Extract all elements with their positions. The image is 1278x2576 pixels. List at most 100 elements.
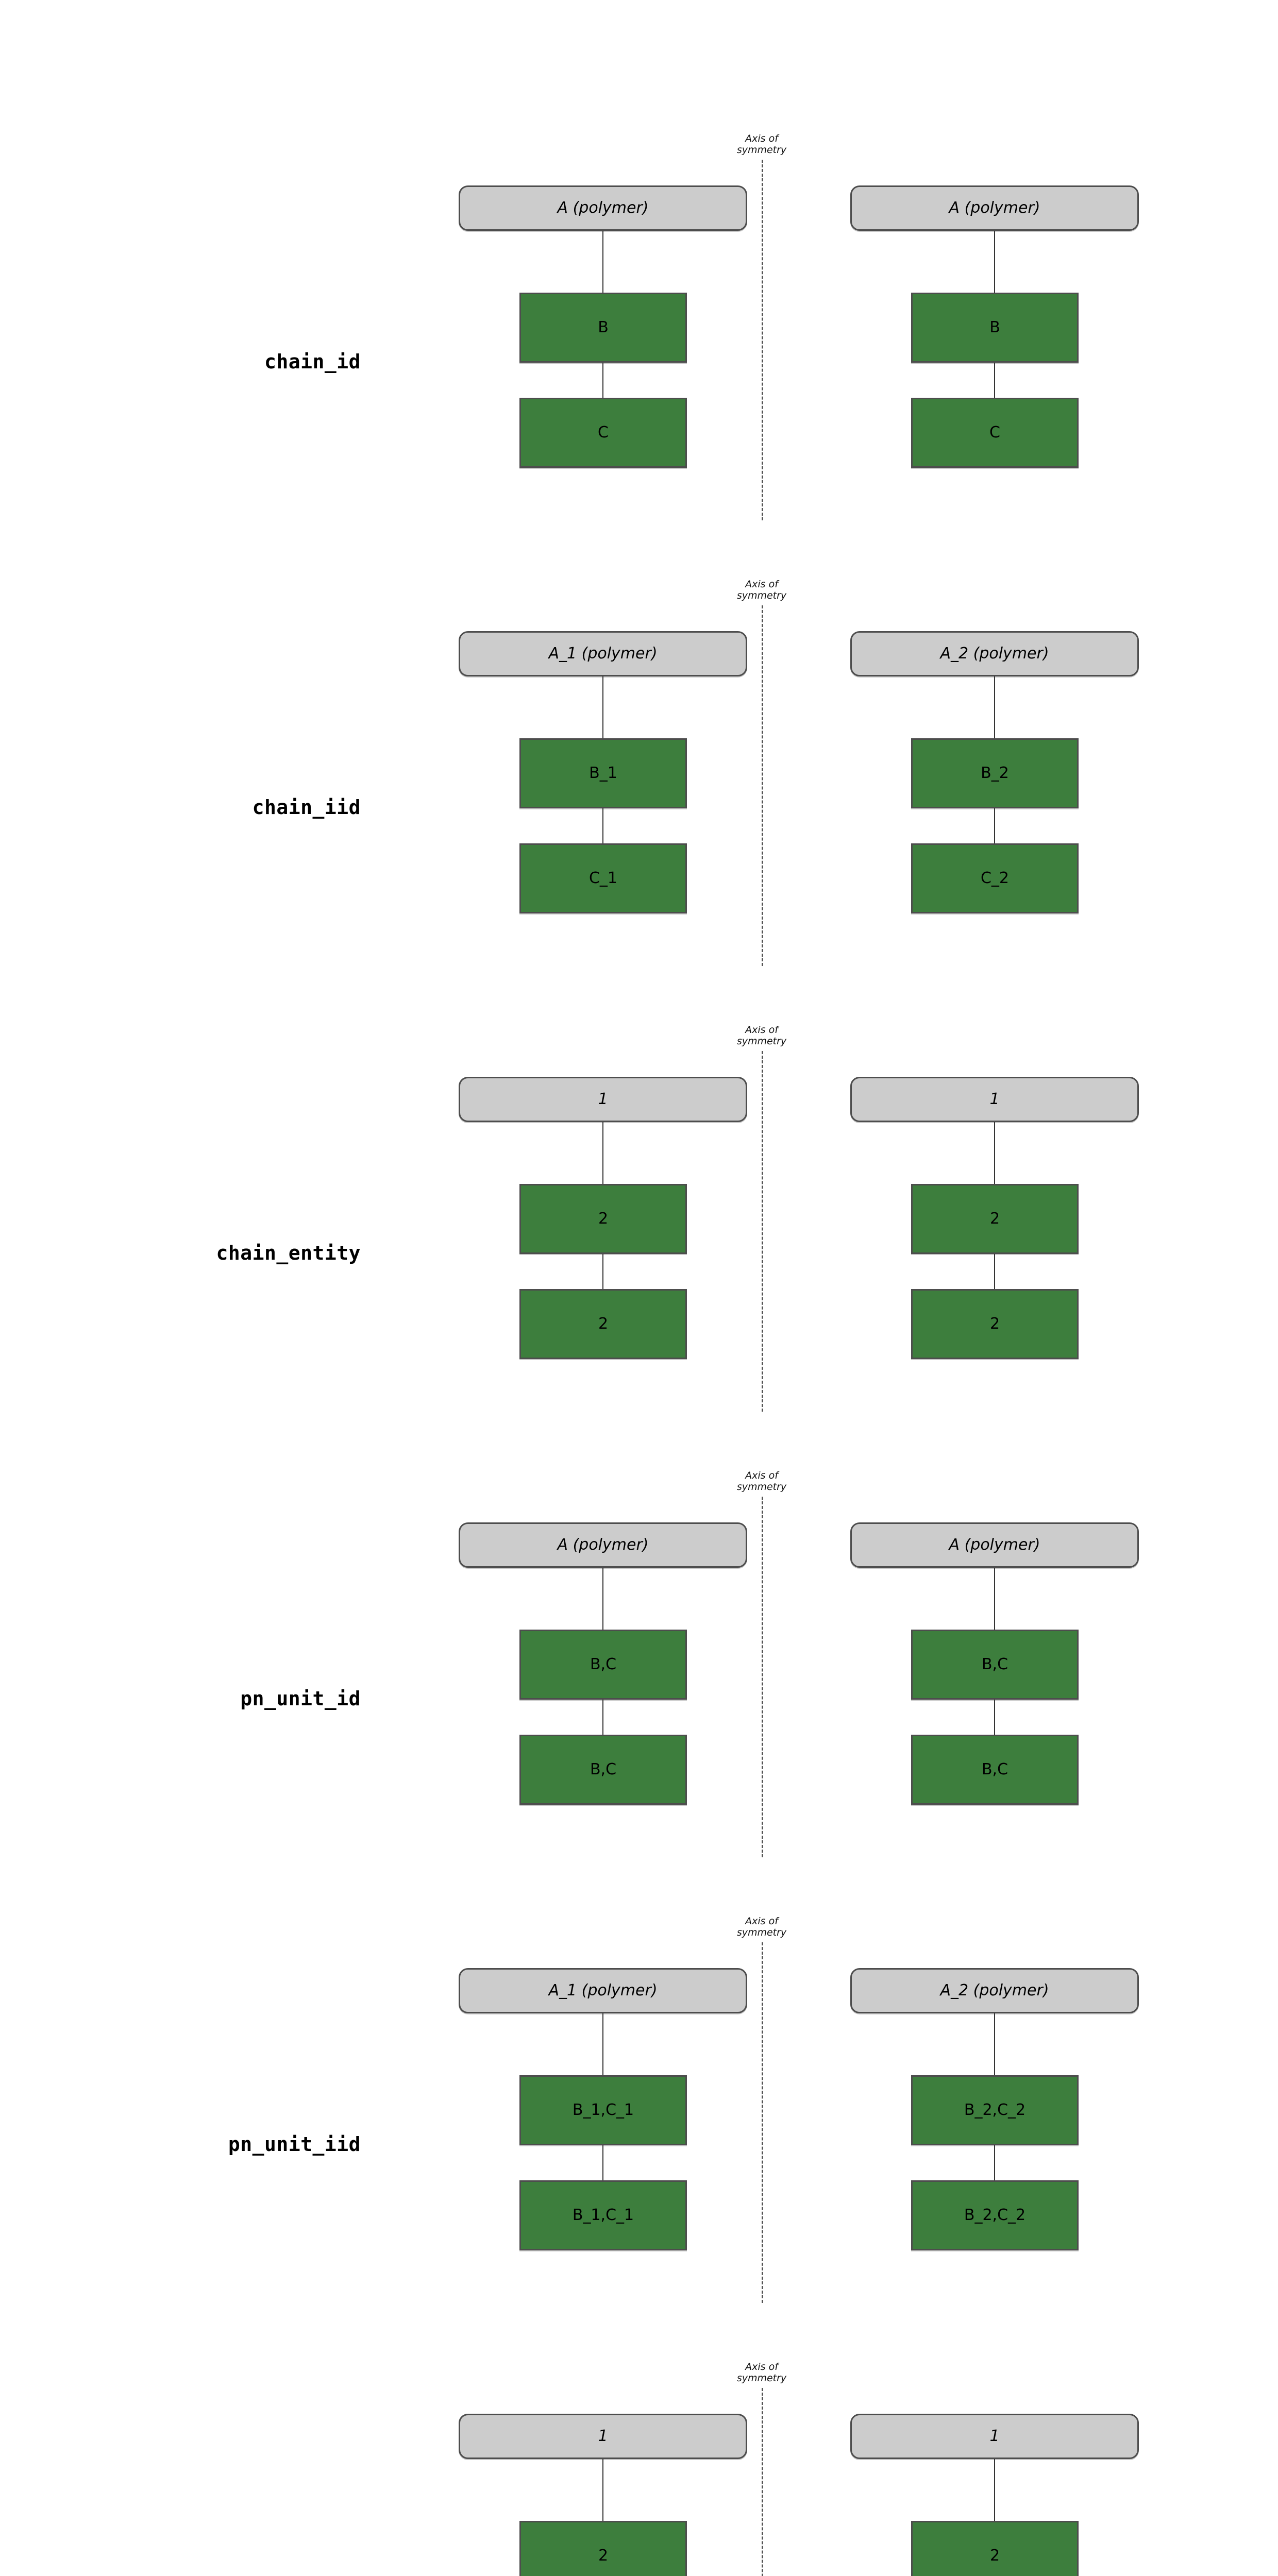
left-parent-node: A_1 (polymer) (459, 631, 747, 676)
axis-of-symmetry-line (762, 1497, 763, 1857)
left-child-node-2: C (519, 398, 687, 468)
left-connector-child1-child2 (602, 808, 603, 843)
right-child-node-2: C (911, 398, 1079, 468)
right-connector-parent-child1 (994, 231, 995, 293)
row-label-chain-id: chain_id (264, 350, 361, 373)
left-child-node-1: B_1 (519, 738, 687, 808)
node-column-left: 122 (459, 2383, 747, 2576)
axis-label-line-2: symmetry (736, 1927, 787, 1939)
row-label-pn-unit-iid: pn_unit_iid (228, 2133, 361, 2156)
left-connector-parent-child1 (602, 2013, 603, 2075)
node-column-left: A (polymer) B,C B,C (459, 1492, 747, 1919)
axis-label-line-2: symmetry (736, 590, 787, 602)
right-connector-child1-child2 (994, 808, 995, 843)
left-connector-parent-child1 (602, 1122, 603, 1184)
left-parent-node: 1 (459, 2414, 747, 2459)
left-connector-parent-child1 (602, 1568, 603, 1630)
right-child-node-1: B_2 (911, 738, 1079, 808)
right-parent-node: 1 (850, 2414, 1139, 2459)
left-child-node-1: B,C (519, 1630, 687, 1700)
node-column-right: 1 2 2 (850, 1046, 1139, 1473)
right-child-node-1: B,C (911, 1630, 1079, 1700)
left-connector-child1-child2 (602, 1700, 603, 1735)
axis-label-line-1: Axis of (745, 1024, 778, 1036)
axis-of-symmetry-line (762, 1051, 763, 1412)
axis-label-line-1: Axis of (745, 1470, 778, 1481)
left-connector-child1-child2 (602, 1254, 603, 1289)
left-parent-node: A (polymer) (459, 1522, 747, 1568)
right-parent-node: A_2 (polymer) (850, 631, 1139, 676)
left-connector-parent-child1 (602, 231, 603, 293)
left-connector-child1-child2 (602, 363, 603, 398)
right-connector-parent-child1 (994, 2013, 995, 2075)
right-connector-child1-child2 (994, 1254, 995, 1289)
right-parent-node: A (polymer) (850, 1522, 1139, 1568)
left-child-node-2: 2 (519, 1289, 687, 1359)
right-child-node-1: B_2,C_2 (911, 2075, 1079, 2145)
axis-label-line-1: Axis of (745, 1916, 778, 1927)
right-connector-parent-child1 (994, 1568, 995, 1630)
left-child-node-2: B_1,C_1 (519, 2180, 687, 2250)
node-column-right: 122 (850, 2383, 1139, 2576)
left-child-node-1: B (519, 293, 687, 363)
right-parent-node: 1 (850, 1077, 1139, 1122)
axis-of-symmetry-line (762, 160, 763, 520)
axis-label-line-2: symmetry (736, 1481, 787, 1493)
right-connector-child1-child2 (994, 363, 995, 398)
right-connector-parent-child1 (994, 676, 995, 738)
axis-label-line-1: Axis of (745, 2361, 778, 2372)
node-column-left: 1 2 2 (459, 1046, 747, 1473)
left-child-node-1: B_1,C_1 (519, 2075, 687, 2145)
right-parent-node: A (polymer) (850, 185, 1139, 231)
left-connector-child1-child2 (602, 2145, 603, 2180)
right-child-node-1: B (911, 293, 1079, 363)
row-label-chain-entity: chain_entity (216, 1242, 361, 1264)
right-connector-parent-child1 (994, 1122, 995, 1184)
right-parent-node: A_2 (polymer) (850, 1968, 1139, 2013)
left-connector-parent-child1 (602, 676, 603, 738)
left-child-node-2: C_1 (519, 843, 687, 913)
left-child-node-2: B,C (519, 1735, 687, 1805)
axis-label-line-2: symmetry (736, 2372, 787, 2384)
right-connector-parent-child1 (994, 2459, 995, 2521)
row-label-pn-unit-id: pn_unit_id (240, 1687, 361, 1710)
right-child-node-2: B,C (911, 1735, 1079, 1805)
axis-label-line-2: symmetry (736, 144, 787, 156)
left-child-node-1: 2 (519, 1184, 687, 1254)
right-child-node-2: C_2 (911, 843, 1079, 913)
axis-label-line-1: Axis of (745, 133, 778, 144)
axis-label-line-2: symmetry (736, 1036, 787, 1047)
right-child-node-1: 2 (911, 2521, 1079, 2576)
right-connector-child1-child2 (994, 1700, 995, 1735)
axis-of-symmetry-line (762, 605, 763, 966)
left-parent-node: A (polymer) (459, 185, 747, 231)
axis-of-symmetry-line (762, 1942, 763, 2303)
right-child-node-2: 2 (911, 1289, 1079, 1359)
node-column-right: A (polymer) B,C B,C (850, 1492, 1139, 1919)
left-child-node-1: 2 (519, 2521, 687, 2576)
right-connector-child1-child2 (994, 2145, 995, 2180)
left-parent-node: 1 (459, 1077, 747, 1122)
right-child-node-2: B_2,C_2 (911, 2180, 1079, 2250)
left-parent-node: A_1 (polymer) (459, 1968, 747, 2013)
right-child-node-1: 2 (911, 1184, 1079, 1254)
axis-of-symmetry-line (762, 2388, 763, 2576)
